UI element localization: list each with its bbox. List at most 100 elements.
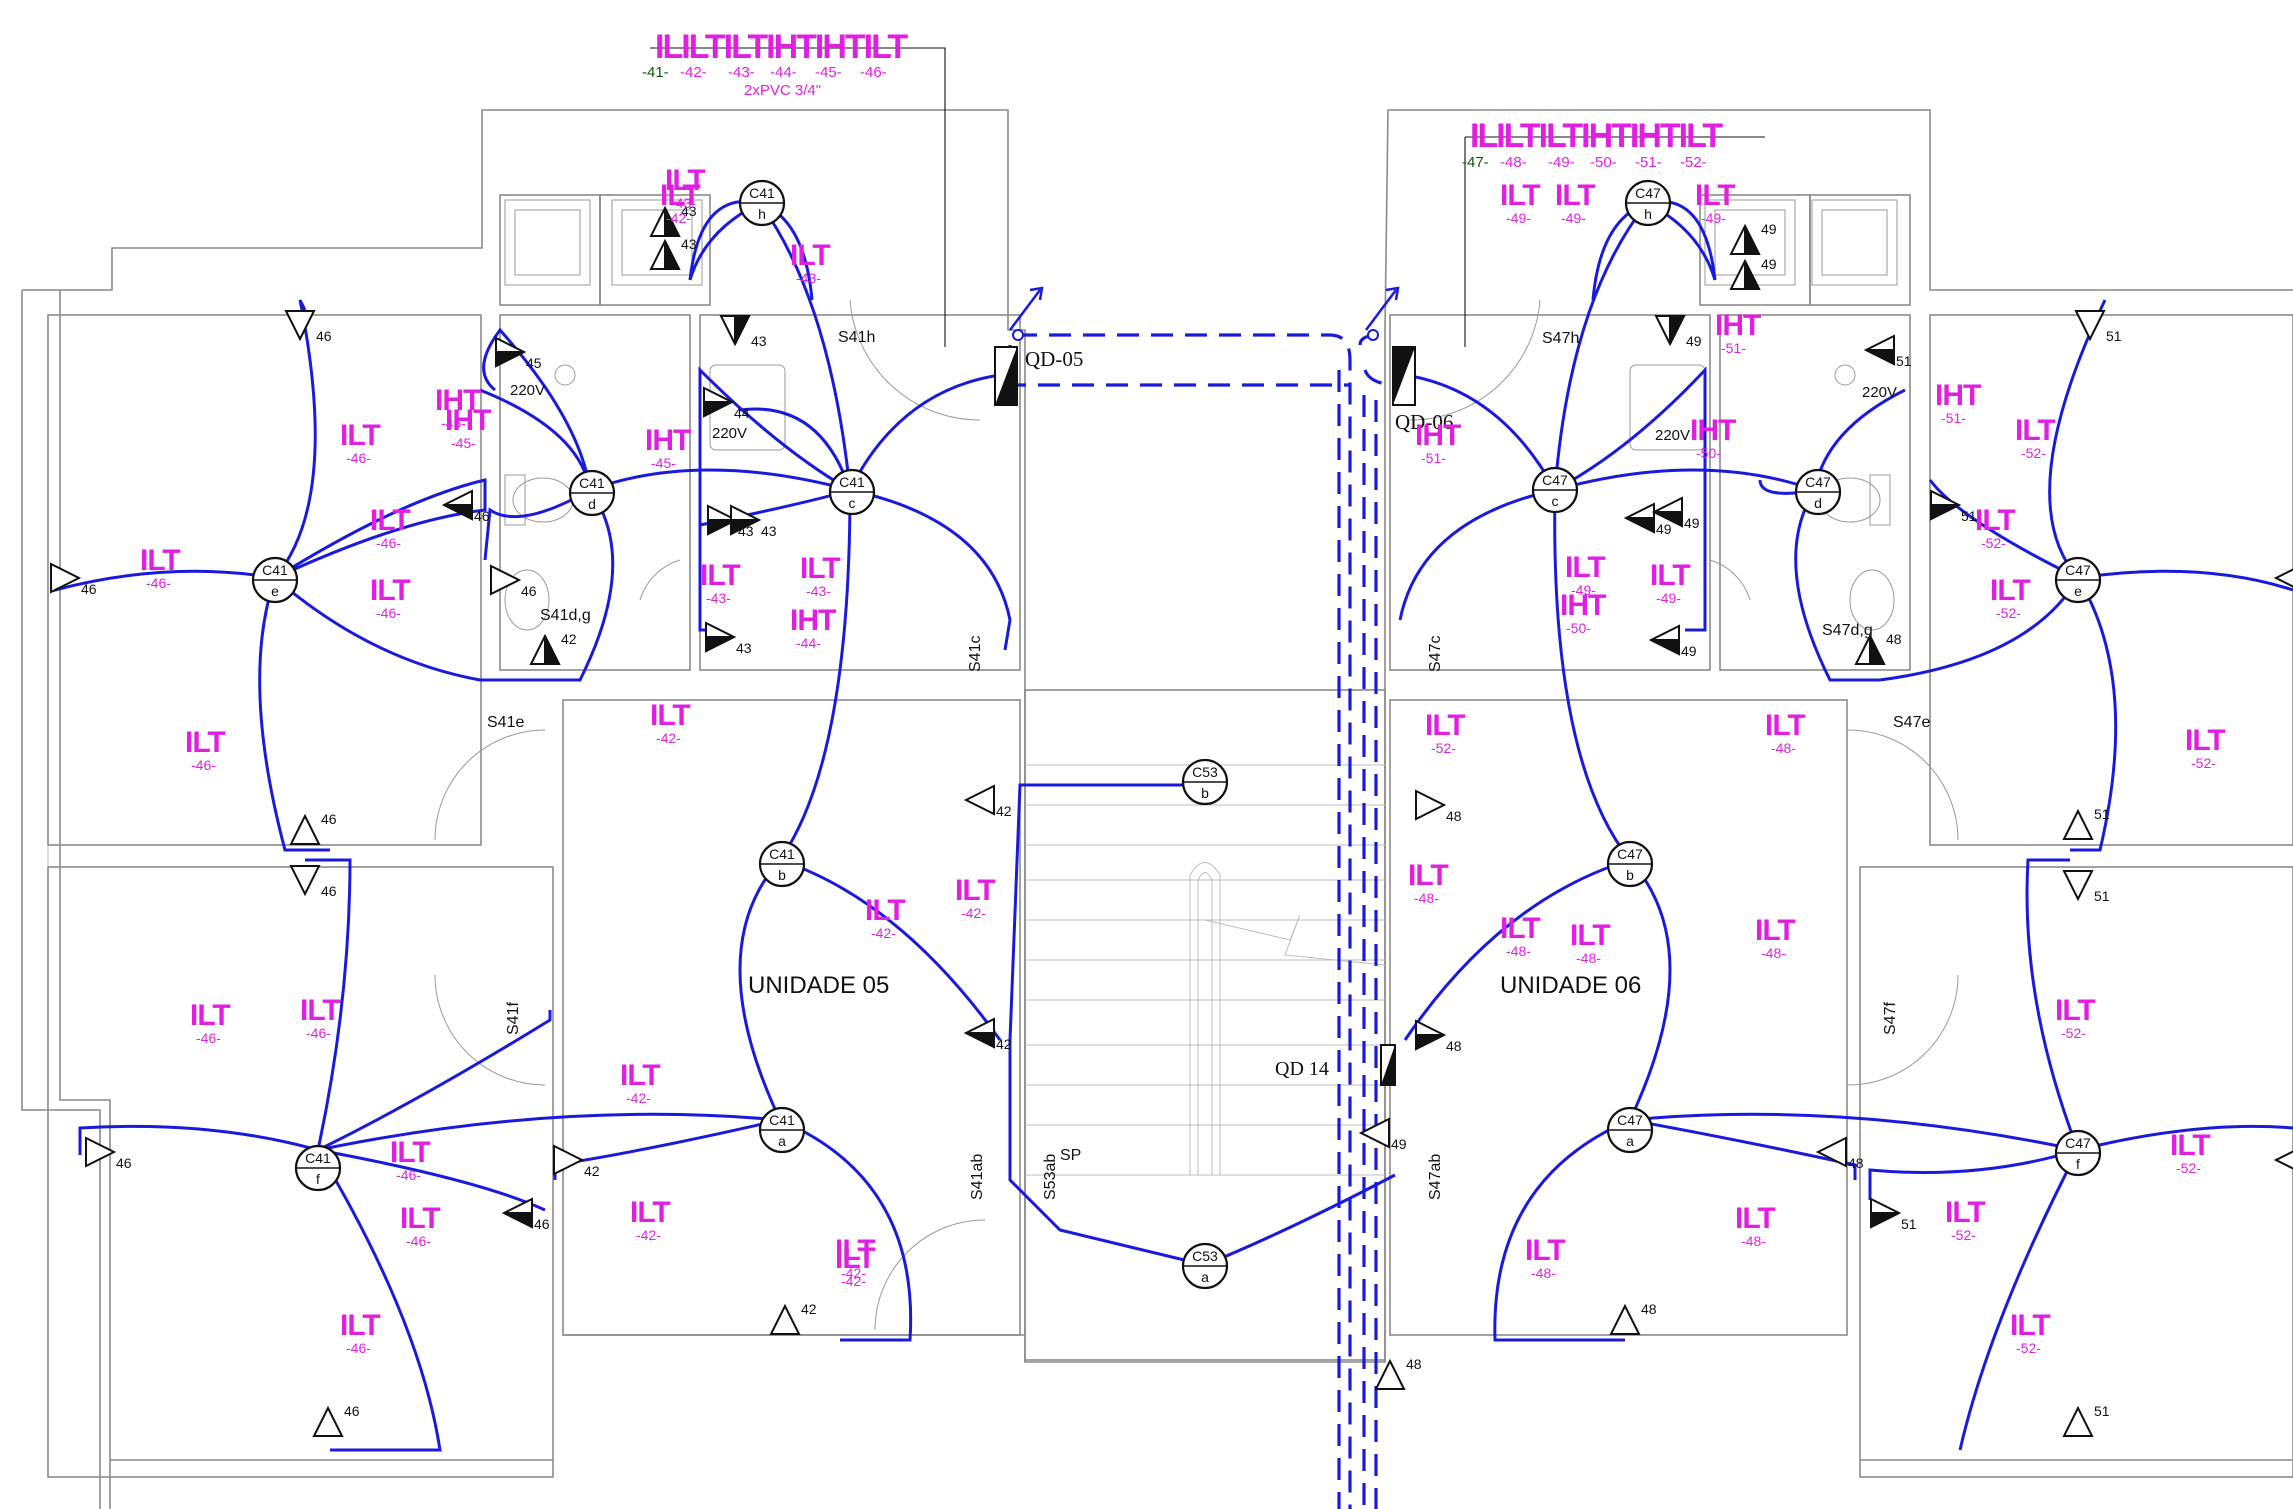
outlet-51[interactable]: 51	[2074, 310, 2122, 344]
outlet-46[interactable]: 46	[85, 1136, 132, 1171]
outlet-49[interactable]: 49	[1654, 315, 1702, 349]
luminaire-letter: b	[1201, 785, 1209, 801]
outlet-51[interactable]: 51	[2062, 1403, 2110, 1437]
outlet-43[interactable]: 43	[730, 504, 777, 539]
outlet-number: 46	[116, 1155, 132, 1171]
circuit-symbol: IHT	[645, 424, 691, 457]
outlet-48[interactable]: 48	[1415, 1019, 1462, 1054]
luminaire-id: C47	[1635, 185, 1661, 201]
switch-label-s47ab: S47ab	[1427, 1154, 1444, 1200]
circuit-annotation: IHT-44-	[790, 604, 837, 651]
outlet-46[interactable]: 46	[50, 562, 97, 597]
voltage-label: 220V	[510, 382, 545, 399]
outlet-51[interactable]: 51	[1863, 334, 1912, 369]
outlet-42[interactable]: 42	[963, 784, 1012, 819]
circuit-symbol: ILT	[1695, 179, 1735, 212]
outlet-49[interactable]: 49	[1651, 496, 1700, 531]
circuit-id: -48-	[1771, 740, 1796, 756]
outlet-49[interactable]: 49	[1648, 624, 1697, 659]
outlet-48[interactable]: 48	[1815, 1136, 1864, 1171]
outlet-46[interactable]: 46	[289, 865, 337, 899]
circuit-annotation: ILT-46-	[340, 419, 381, 466]
outlet-51[interactable]: 51	[1930, 489, 1977, 524]
circuit-id: -42-	[841, 1265, 866, 1281]
outlet-49[interactable]: 49	[1623, 502, 1672, 537]
outlet-46[interactable]: 46	[490, 564, 537, 599]
circuit-annotation: ILT-49-	[1500, 179, 1541, 226]
outlet-51[interactable]: 51	[2273, 564, 2293, 597]
outlet-42[interactable]: 42	[553, 1144, 600, 1179]
circuit-id: -49-	[1571, 582, 1596, 598]
outlet-42[interactable]: 42	[769, 1301, 817, 1335]
outlet-number: 49	[1684, 515, 1700, 531]
outlet-number: 46	[474, 508, 490, 524]
outlet-49[interactable]: 49	[1729, 221, 1777, 255]
outlet-51[interactable]: 51	[2273, 1146, 2293, 1179]
outlet-48[interactable]: 48	[1415, 789, 1462, 824]
circuit-id: -46-	[406, 1233, 431, 1249]
circuit-id: -46-	[146, 575, 171, 591]
panel-qd-05[interactable]	[994, 346, 1018, 406]
panel-qd-14[interactable]	[1380, 1044, 1396, 1086]
outlet-51[interactable]: 51	[1870, 1197, 1917, 1232]
outlet-46[interactable]: 46	[289, 811, 337, 845]
circuit-id: -42-	[871, 925, 896, 941]
circuit-id: -42-	[626, 1090, 651, 1106]
outlet-48[interactable]: 48	[1374, 1356, 1422, 1390]
circuit-id: -52-	[1431, 740, 1456, 756]
outlet-49[interactable]: 49	[1729, 256, 1777, 290]
luminaire-id: C41	[839, 474, 865, 490]
outlet-48[interactable]: 48	[1854, 631, 1902, 665]
outlet-51[interactable]: 51	[2062, 870, 2110, 904]
outlet-46[interactable]: 46	[312, 1403, 360, 1437]
panel-qd-06[interactable]	[1392, 346, 1416, 406]
outlet-number: 51	[2094, 806, 2110, 822]
circuit-annotation: IHT-45-	[445, 404, 492, 451]
outlet-49[interactable]: 49	[1358, 1117, 1407, 1152]
outlet-43[interactable]: 43	[649, 236, 697, 270]
circuit-symbol: ILT	[1525, 1234, 1565, 1267]
outlet-43[interactable]: 43	[705, 621, 752, 656]
luminaire-id: C41	[305, 1150, 331, 1166]
circuit-annotation: ILT-46-	[185, 726, 226, 773]
outlet-number: 42	[801, 1301, 817, 1317]
luminaire-letter: a	[1201, 1269, 1209, 1285]
outlet-43[interactable]: 43	[649, 203, 697, 237]
circuit-symbol: ILT	[300, 994, 340, 1027]
outlet-45[interactable]: 45	[495, 336, 542, 371]
circuit-id: -48-	[1576, 950, 1601, 966]
circuit-id: -48-	[1741, 1233, 1766, 1249]
outlet-42[interactable]: 42	[963, 1017, 1012, 1052]
circuit-annotation: ILT-46-	[140, 544, 181, 591]
outlet-46[interactable]: 46	[501, 1197, 550, 1232]
outlet-44[interactable]: 44	[703, 386, 750, 421]
outlet-number: 42	[996, 1036, 1012, 1052]
circuit-symbol: ILT	[800, 552, 840, 585]
outlet-43[interactable]: 43	[719, 315, 767, 349]
outlet-51[interactable]: 51	[2062, 806, 2110, 840]
outlet-46[interactable]: 46	[284, 310, 332, 344]
outlet-42[interactable]: 42	[529, 631, 577, 665]
circuit-annotation: ILT-48-	[1408, 859, 1449, 906]
outlet-46[interactable]: 46	[441, 489, 490, 524]
outlet-48[interactable]: 48	[1609, 1301, 1657, 1335]
circuit-annotation: IHT-45-	[645, 424, 692, 471]
luminaire-id: C41	[769, 1112, 795, 1128]
